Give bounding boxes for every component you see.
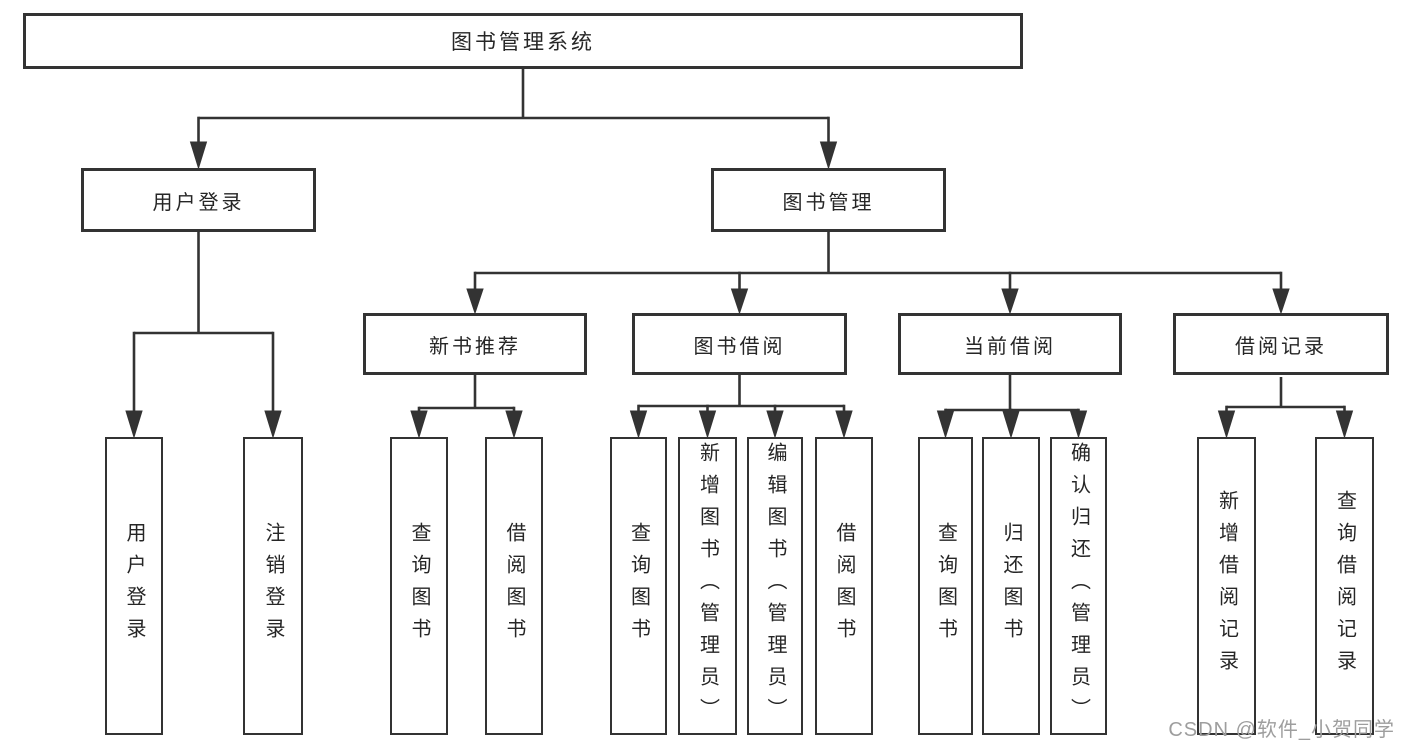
leaf-borrow-query-books: 查询图书	[610, 437, 667, 735]
node-label: 当前借阅	[964, 335, 1056, 358]
leaf-label: 注销登录	[262, 522, 284, 650]
node-label: 借阅记录	[1235, 335, 1327, 358]
leaf-current-query-books: 查询图书	[918, 437, 973, 735]
node-borrow-record: 借阅记录	[1173, 313, 1389, 375]
leaf-user-login: 用户登录	[105, 437, 163, 735]
leaf-label: 查询图书	[934, 522, 957, 650]
leaf-newbook-borrow-books: 借阅图书	[485, 437, 543, 735]
leaf-label: 新增图书（管理员）	[696, 442, 719, 730]
leaf-label: 查询图书	[627, 522, 650, 650]
leaf-return-books: 归还图书	[982, 437, 1040, 735]
connector-user-login-to-leaves	[125, 232, 282, 439]
leaf-label: 归还图书	[1000, 522, 1022, 650]
watermark: CSDN @软件_小贺同学	[1168, 719, 1395, 741]
leaf-label: 确认归还（管理员）	[1067, 442, 1090, 730]
connector-book-borrow-to-leaves	[629, 375, 853, 439]
node-label: 图书管理	[782, 191, 875, 214]
node-label: 用户登录	[152, 191, 245, 214]
connector-current-borrow-to-leaves	[936, 375, 1088, 439]
connector-root-to-level2	[189, 69, 838, 170]
leaf-logout: 注销登录	[243, 437, 303, 735]
node-current-borrow: 当前借阅	[898, 313, 1122, 375]
node-new-book-recommend: 新书推荐	[363, 313, 587, 375]
node-user-login: 用户登录	[81, 168, 316, 232]
node-label: 图书管理系统	[451, 31, 595, 54]
connector-new-book-to-leaves	[410, 375, 523, 439]
leaf-label: 用户登录	[123, 522, 145, 650]
leaf-label: 查询图书	[408, 522, 430, 650]
leaf-label: 新增借阅记录	[1215, 490, 1238, 682]
leaf-label: 查询借阅记录	[1333, 490, 1356, 682]
leaf-query-borrow-record: 查询借阅记录	[1315, 437, 1374, 735]
node-root: 图书管理系统	[23, 13, 1023, 69]
leaf-label: 编辑图书（管理员）	[764, 442, 786, 730]
node-label: 图书借阅	[693, 335, 786, 358]
node-book-management: 图书管理	[711, 168, 946, 232]
leaf-label: 借阅图书	[503, 522, 525, 650]
leaf-add-book-admin: 新增图书（管理员）	[678, 437, 737, 735]
leaf-newbook-query-books: 查询图书	[390, 437, 448, 735]
leaf-label: 借阅图书	[833, 522, 855, 650]
leaf-add-borrow-record: 新增借阅记录	[1197, 437, 1256, 735]
connector-book-management-to-level3	[466, 232, 1290, 315]
connector-borrow-record-to-leaves	[1217, 377, 1354, 439]
node-book-borrow: 图书借阅	[632, 313, 847, 375]
leaf-borrow-books: 借阅图书	[815, 437, 873, 735]
leaf-edit-book-admin: 编辑图书（管理员）	[747, 437, 803, 735]
leaf-confirm-return-admin: 确认归还（管理员）	[1050, 437, 1107, 735]
node-label: 新书推荐	[429, 335, 521, 358]
